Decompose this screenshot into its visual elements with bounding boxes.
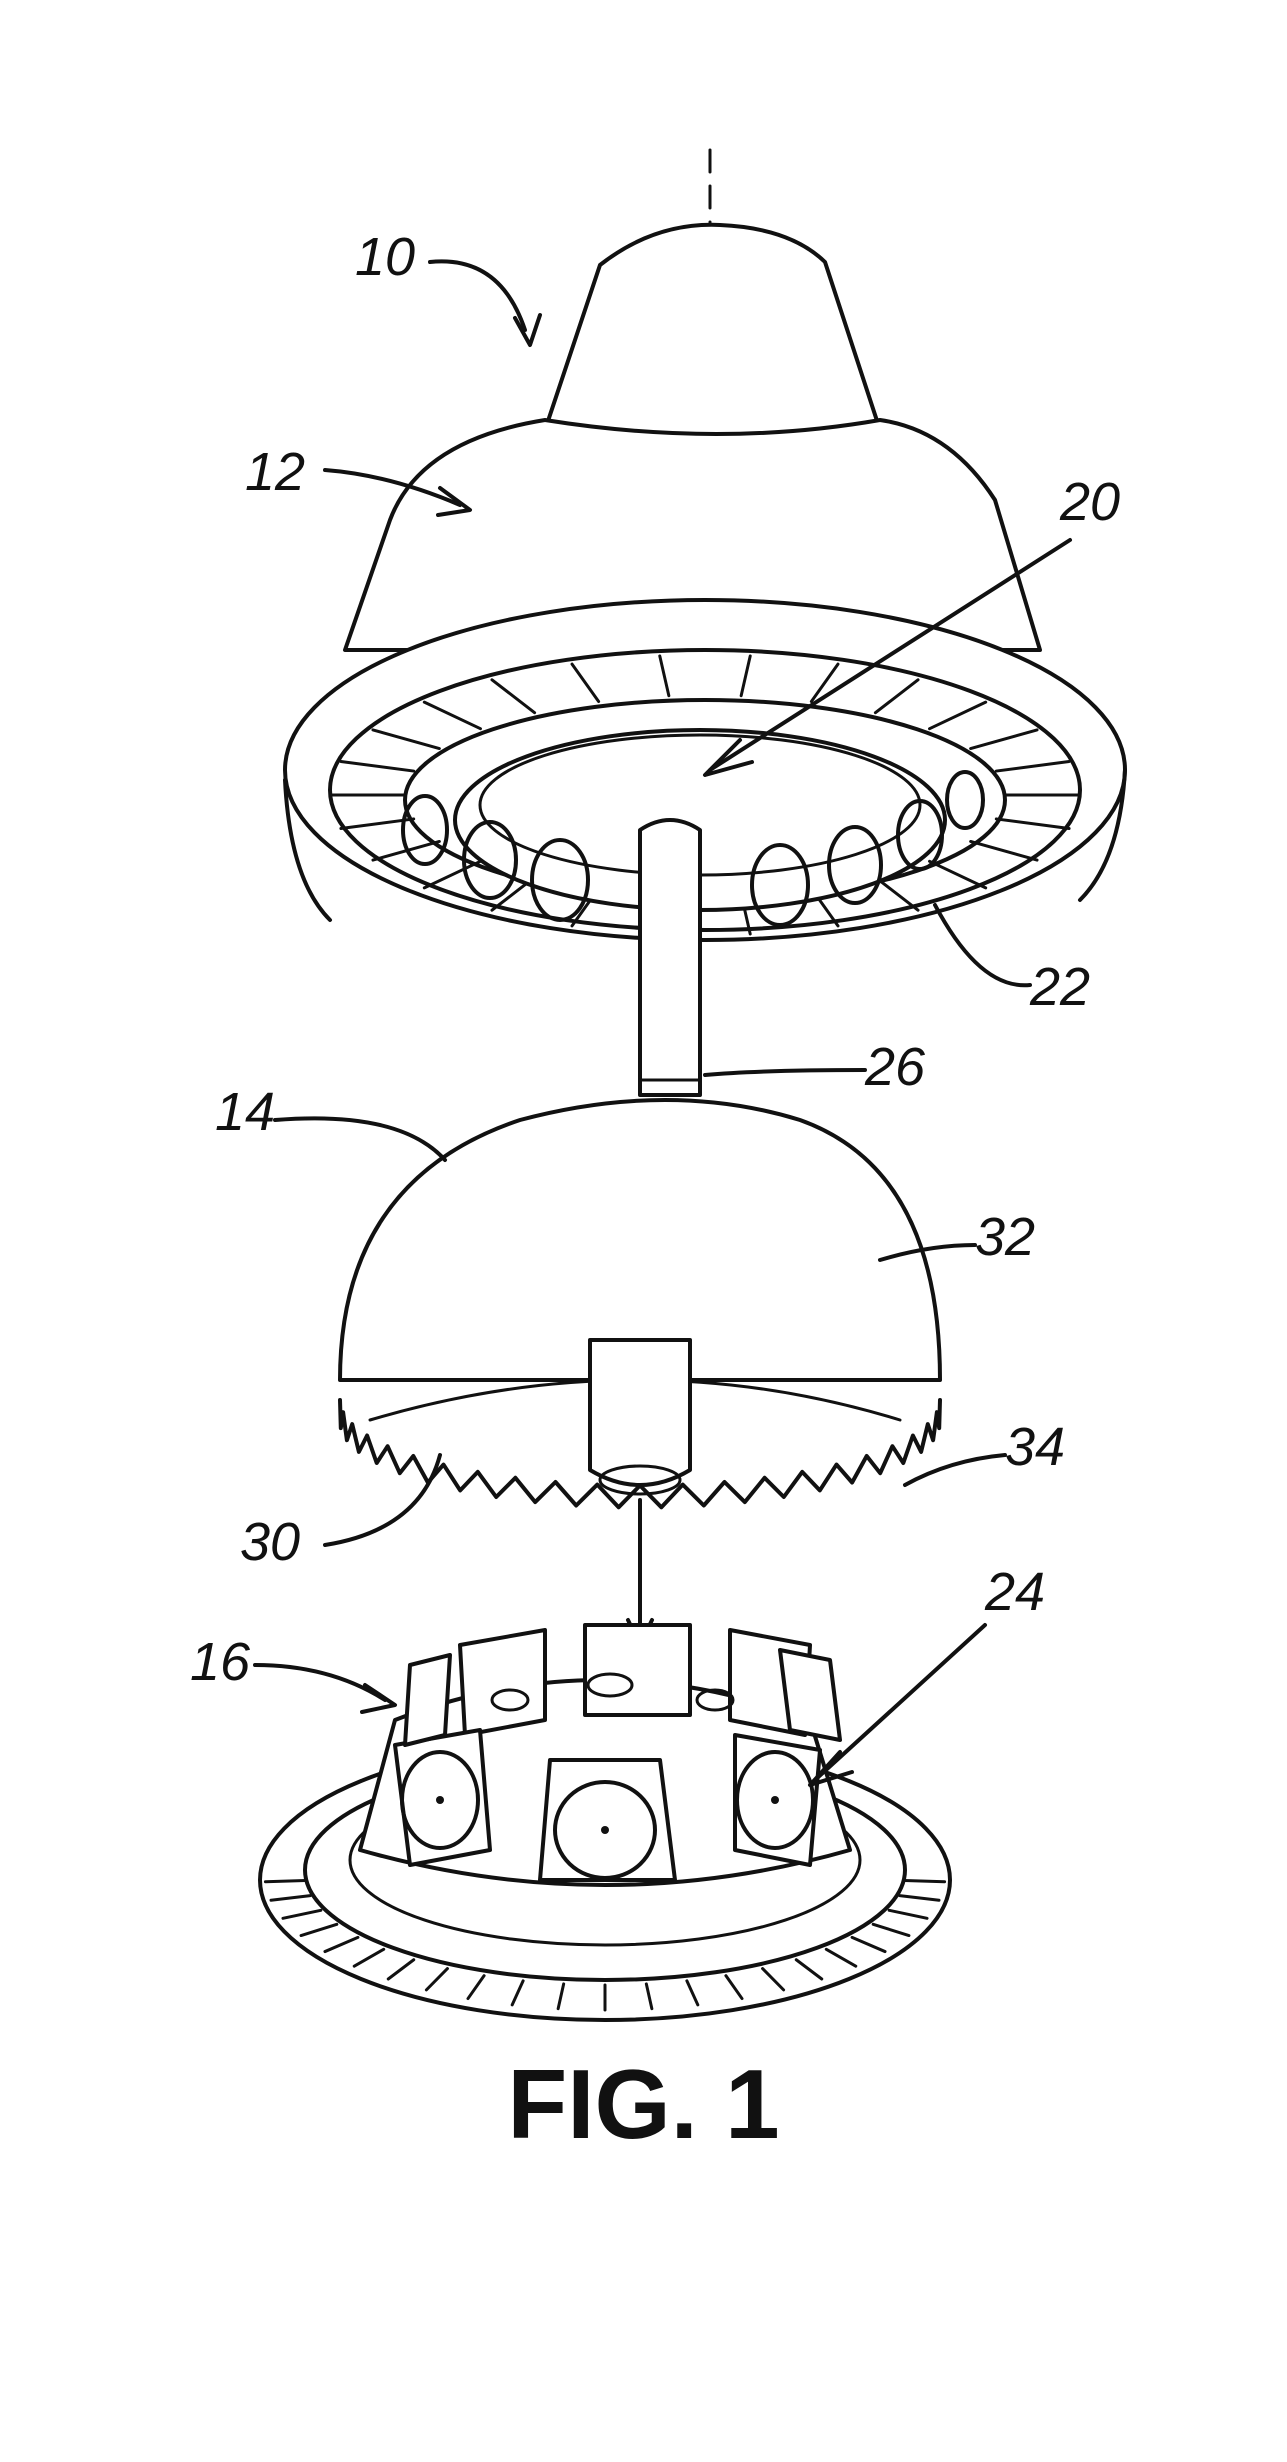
ref-numeral-22: 22 — [1030, 960, 1090, 1014]
ref-numeral-26: 26 — [865, 1040, 925, 1094]
ref-numeral-24: 24 — [985, 1565, 1045, 1619]
leader-26 — [705, 1070, 865, 1075]
leader-10 — [430, 261, 525, 330]
leader-22 — [935, 905, 1030, 985]
leader-14 — [275, 1118, 445, 1160]
leader-34 — [905, 1455, 1005, 1485]
leader-16 — [255, 1665, 385, 1700]
ref-numeral-16: 16 — [190, 1635, 250, 1689]
upper-housing — [285, 150, 1125, 1095]
leader-10-arrow — [515, 315, 540, 345]
center-rod — [640, 820, 700, 1095]
ref-numeral-12: 12 — [245, 445, 305, 499]
leader-24 — [815, 1625, 985, 1780]
figure-caption: FIG. 1 — [0, 2055, 1287, 2153]
ref-numeral-10: 10 — [355, 230, 415, 284]
ref-numeral-14: 14 — [215, 1085, 275, 1139]
ref-numeral-34: 34 — [1005, 1420, 1065, 1474]
ref-numeral-30: 30 — [240, 1515, 300, 1569]
ring-segment-divider — [905, 1880, 945, 1881]
leader-30 — [325, 1455, 440, 1545]
ring-segment-divider — [265, 1880, 305, 1881]
middle-dome — [340, 1100, 940, 1645]
dome-inner-stem — [590, 1340, 690, 1485]
ref-numeral-20: 20 — [1060, 475, 1120, 529]
nozzle-cone — [545, 225, 880, 444]
ref-numeral-32: 32 — [975, 1210, 1035, 1264]
